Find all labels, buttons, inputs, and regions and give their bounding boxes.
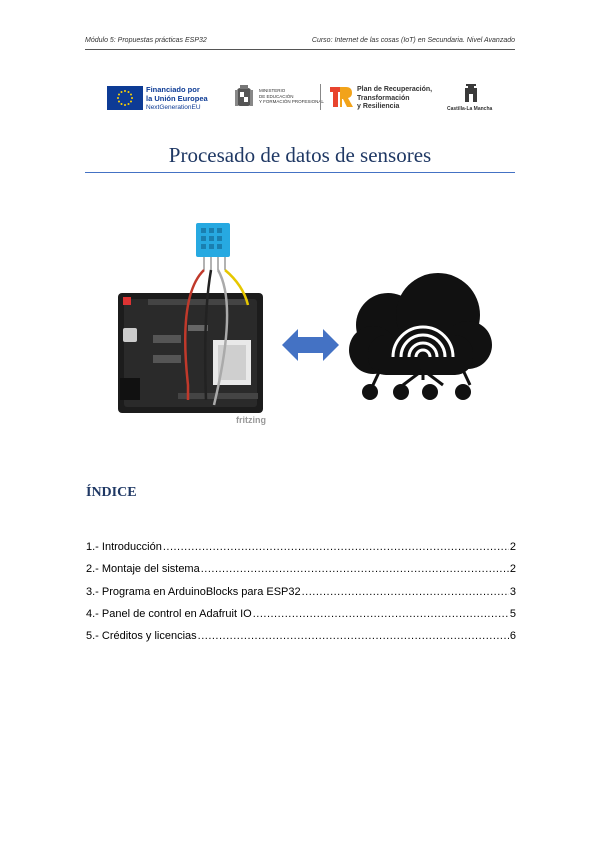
ministry-line-1: MINISTERIO [259, 88, 286, 93]
toc-entry[interactable]: 3.- Programa en ArduinoBlocks para ESP32… [86, 586, 516, 608]
spain-coat-of-arms-icon [233, 84, 255, 110]
toc-entry-page: 5 [509, 607, 516, 620]
eu-line-1: Financiado por [146, 85, 200, 94]
toc-entry-title: 1.- Introducción [86, 541, 162, 553]
ministry-line-3: Y FORMACIÓN PROFESIONAL [259, 99, 324, 104]
ministry-line-2: DE EDUCACIÓN [259, 93, 294, 99]
prtr-line-3: y Resiliencia [357, 103, 400, 110]
toc-leader: ........................................… [252, 607, 509, 620]
eu-line-2: la Unión Europea [146, 94, 208, 103]
header-course: Curso: Internet de las cosas (IoT) en Se… [311, 37, 515, 44]
eu-line-3: NextGenerationEU [146, 104, 201, 111]
esp32-board-icon [118, 293, 263, 413]
eu-funding-text: Financiado por la Unión Europea NextGene… [146, 85, 208, 112]
index-heading: ÍNDICE [86, 485, 137, 500]
logo-divider [320, 84, 321, 110]
cloud-iot-icon [349, 273, 492, 400]
bidirectional-arrow-icon [282, 329, 339, 361]
toc-entry-page: 6 [509, 630, 516, 643]
toc-entry-page: 2 [509, 541, 516, 553]
toc-entry-title: 3.- Programa en ArduinoBlocks para ESP32 [86, 585, 301, 598]
toc-leader: ........................................… [162, 541, 509, 553]
toc-entry-title: 4.- Panel de control en Adafruit IO [86, 607, 252, 620]
fritzing-label: fritzing [236, 415, 266, 425]
dht11-sensor-icon [196, 223, 230, 270]
toc-leader: ........................................… [200, 563, 509, 576]
toc-leader: ........................................… [301, 585, 509, 598]
clm-text: Castilla-La Mancha [447, 106, 493, 112]
page-header: Módulo 5: Propuestas prácticas ESP32 Cur… [85, 37, 515, 50]
header-module: Módulo 5: Propuestas prácticas ESP32 [85, 37, 207, 44]
ministry-text: MINISTERIO DE EDUCACIÓN Y FORMACIÓN PROF… [259, 88, 324, 105]
toc-entry[interactable]: 4.- Panel de control en Adafruit IO ....… [86, 608, 516, 630]
title-underline [85, 172, 515, 173]
prtr-text: Plan de Recuperación, Transformación y R… [357, 86, 432, 112]
prtr-logo-icon [328, 84, 354, 110]
toc-entry[interactable]: 5.- Créditos y licencias ...............… [86, 630, 516, 652]
eu-flag-icon [107, 86, 143, 110]
toc-entry-title: 2.- Montaje del sistema [86, 563, 200, 576]
funding-logos: Financiado por la Unión Europea NextGene… [105, 82, 500, 116]
toc-entry[interactable]: 1.- Introducción .......................… [86, 541, 516, 563]
toc-entry-page: 3 [509, 585, 516, 598]
castilla-la-mancha-crest-icon [450, 82, 492, 114]
table-of-contents: 1.- Introducción .......................… [86, 541, 516, 652]
toc-entry-page: 2 [509, 563, 516, 576]
toc-leader: ........................................… [197, 630, 509, 643]
toc-entry-title: 5.- Créditos y licencias [86, 630, 197, 643]
toc-entry[interactable]: 2.- Montaje del sistema ................… [86, 563, 516, 585]
prtr-line-2: Transformación [357, 94, 410, 102]
cover-illustration: fritzing [118, 215, 518, 445]
prtr-line-1: Plan de Recuperación, [357, 86, 433, 93]
document-title: Procesado de datos de sensores [168, 143, 432, 167]
